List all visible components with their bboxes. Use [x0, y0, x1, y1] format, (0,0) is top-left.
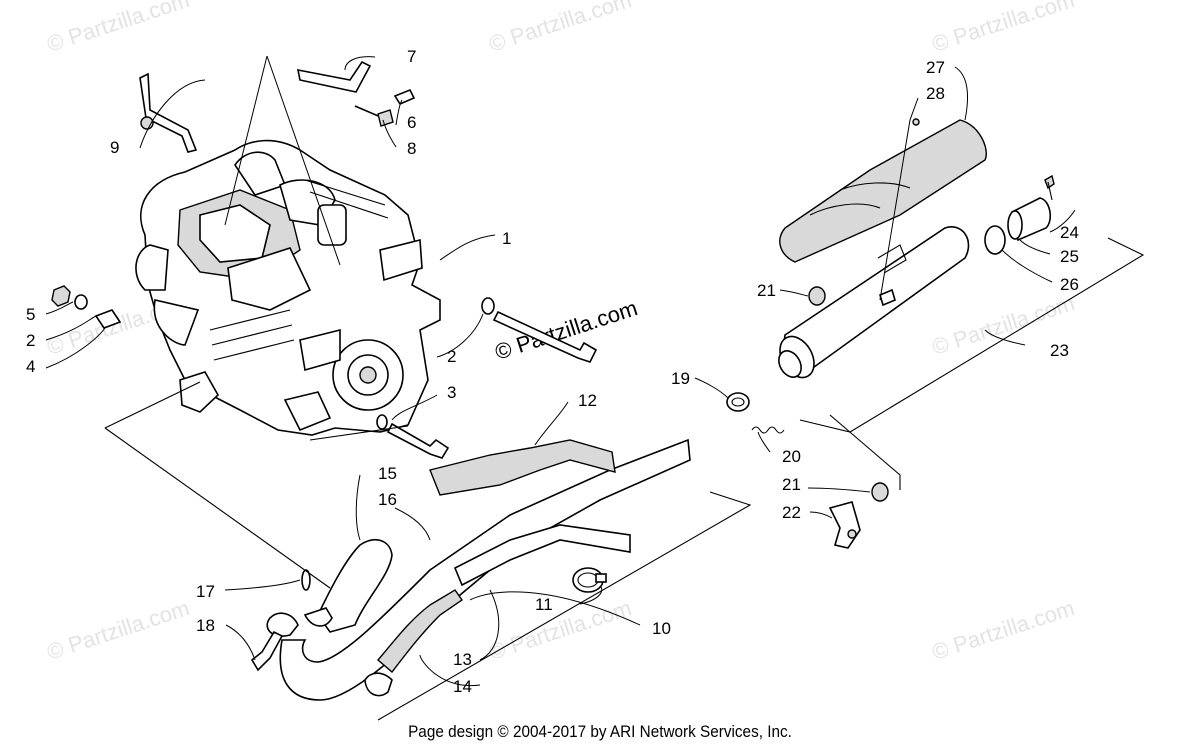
watermark: © Partzilla.com: [486, 595, 635, 665]
hose-clamp: [572, 567, 607, 593]
callout-21: 21: [782, 475, 801, 494]
callout-11: 11: [535, 595, 553, 614]
callout-9: 9: [110, 138, 119, 157]
callout-6: 6: [407, 113, 416, 132]
callout-26: 26: [1060, 275, 1079, 294]
callout-7: 7: [407, 47, 416, 66]
mount-hardware-left: [51, 285, 122, 329]
watermark: © Partzilla.com: [44, 595, 193, 665]
gasket-and-spring: [726, 392, 785, 434]
muffler-bracket: [828, 501, 861, 549]
grommets: [808, 286, 889, 502]
callout-25: 25: [1060, 247, 1079, 266]
mount-hardware-right: [376, 297, 598, 459]
engine-assembly: [135, 139, 441, 436]
callout-27: 27: [926, 58, 945, 77]
group-boundaries: [104, 237, 1145, 721]
callout-14: 14: [453, 677, 472, 696]
callout-23: 23: [1050, 341, 1069, 360]
callout-17: 17: [196, 582, 215, 601]
watermark: © Partzilla.com: [44, 0, 193, 57]
callout-13: 13: [453, 650, 472, 669]
heat-shields: [364, 439, 631, 697]
callout-24: 24: [1060, 223, 1079, 242]
bracket-parts: [139, 60, 416, 153]
callout-15: 15: [378, 464, 397, 483]
callout-19: 19: [671, 369, 690, 388]
callout-5: 5: [26, 305, 35, 324]
leader-lines: [45, 55, 1076, 687]
watermark: © Partzilla.com: [929, 595, 1078, 665]
callout-22: 22: [782, 503, 801, 522]
watermark: © Partzilla.com: [929, 0, 1078, 57]
callout-2: 2: [26, 331, 35, 350]
watermark: © Partzilla.com: [486, 0, 635, 57]
callout-21: 21: [757, 281, 776, 300]
callout-1: 1: [502, 229, 511, 248]
callout-10: 10: [652, 619, 671, 638]
muffler: [778, 226, 970, 379]
spark-arrester: [984, 174, 1055, 255]
muffler-heat-shield: [779, 118, 987, 307]
callout-18: 18: [196, 616, 215, 635]
callout-12: 12: [578, 391, 597, 410]
callout-labels: 1 2 2 3 4 5 6 7 8 9 10 11 12 13 14 15 16…: [26, 47, 1079, 696]
callout-28: 28: [926, 84, 945, 103]
callout-20: 20: [782, 447, 801, 466]
callout-2: 2: [447, 347, 456, 366]
callout-16: 16: [378, 490, 397, 509]
callout-4: 4: [26, 357, 35, 376]
header-fasteners: [250, 569, 311, 672]
callout-8: 8: [407, 139, 416, 158]
callout-3: 3: [447, 383, 456, 402]
copyright-footer: Page design © 2004-2017 by ARI Network S…: [408, 722, 792, 741]
